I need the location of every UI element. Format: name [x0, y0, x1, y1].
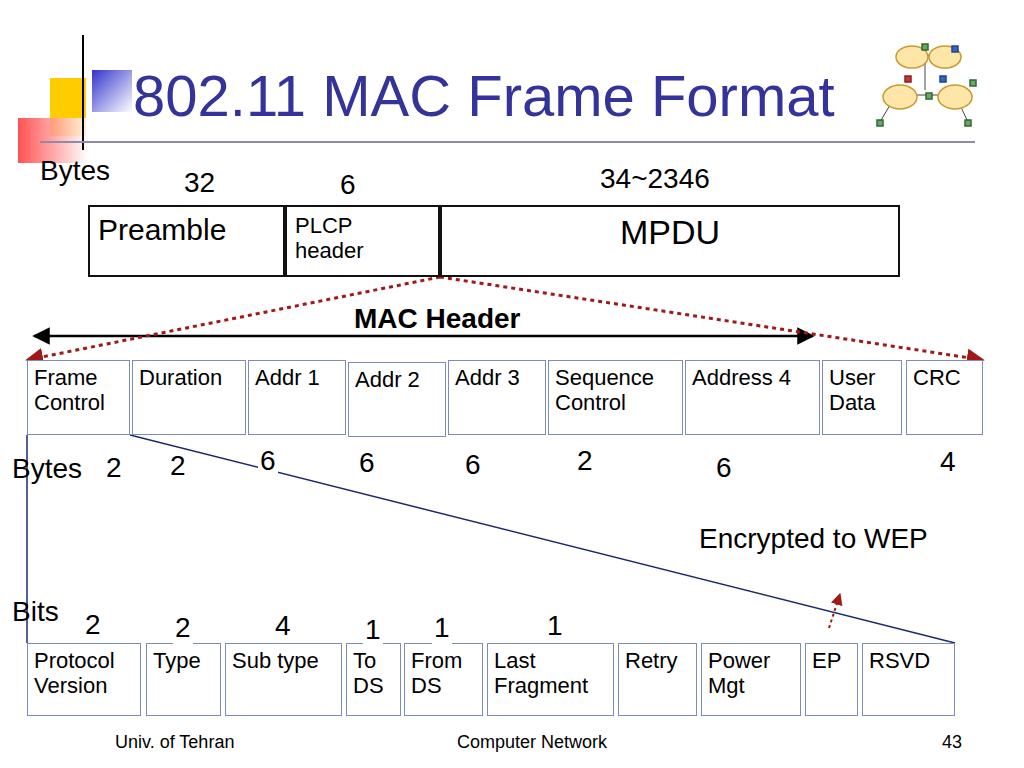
- byte-count: 2: [575, 446, 595, 477]
- byte-count: 4: [938, 447, 958, 478]
- deco-square: [92, 70, 132, 112]
- unit-label: Bytes: [10, 454, 84, 485]
- field-name: RSVD: [869, 648, 948, 673]
- byte-count: 6: [258, 446, 278, 477]
- mac-header-field: CRC: [906, 360, 983, 435]
- field-name: Addr 2: [355, 367, 439, 392]
- field-name: Addr 1: [255, 365, 339, 390]
- field-name: Power Mgt: [708, 648, 794, 699]
- frame-control-bit-field: Last Fragment: [487, 643, 614, 716]
- frame-control-bit-field: RSVD: [862, 643, 955, 716]
- section-label: MAC Header: [352, 304, 522, 335]
- field-name: User Data: [829, 365, 895, 416]
- field-name: Preamble: [98, 213, 275, 248]
- field-name: Type: [153, 648, 214, 673]
- footer-text: Computer Network: [455, 733, 609, 753]
- slide-title: 802.11 MAC Frame Format: [133, 64, 835, 128]
- bit-count: 1: [363, 615, 383, 646]
- network-icon: [877, 44, 976, 126]
- bit-count: 1: [545, 611, 565, 642]
- byte-count: 6: [714, 453, 734, 484]
- field-name: MPDU: [450, 213, 890, 252]
- footer-text: 43: [940, 733, 964, 753]
- field-name: EP: [812, 648, 851, 673]
- field-name: Last Fragment: [494, 648, 607, 699]
- field-name: Sub type: [232, 648, 335, 673]
- field-name: Retry: [625, 648, 690, 673]
- preamble-field: Preamble: [88, 205, 285, 277]
- field-name: Address 4: [692, 365, 813, 390]
- bit-count: 1: [432, 613, 452, 644]
- mac-header-field: User Data: [822, 360, 902, 435]
- unit-label: Bits: [10, 597, 61, 628]
- frame-control-bit-field: Sub type: [225, 643, 342, 716]
- field-name: Addr 3: [455, 365, 539, 390]
- mac-header-span-arrow: [34, 335, 813, 338]
- byte-count: 6: [463, 450, 483, 481]
- mac-header-field: Address 4: [685, 360, 820, 435]
- unit-label: Bytes: [38, 156, 112, 187]
- frame-control-bit-field: Type: [146, 643, 221, 716]
- expansion-line: [440, 277, 983, 360]
- field-name: Protocol Version: [34, 648, 134, 699]
- field-name: PLCP header: [295, 213, 405, 264]
- frame-control-bit-field: Power Mgt: [701, 643, 801, 716]
- field-name: Frame Control: [34, 365, 123, 416]
- field-name: From DS: [411, 648, 476, 699]
- frame-control-bit-field: Protocol Version: [27, 643, 141, 716]
- byte-count: 34~2346: [598, 164, 712, 195]
- frame-control-bit-field: Retry: [618, 643, 697, 716]
- note-label: Encrypted to WEP: [697, 524, 930, 555]
- frame-control-bit-field: To DS: [346, 643, 401, 716]
- frame-control-bit-field: From DS: [404, 643, 483, 716]
- bit-count: 2: [173, 613, 193, 644]
- deco-rule: [82, 35, 84, 150]
- mac-header-field: Addr 1: [248, 360, 346, 435]
- mac-header-field: Addr 2: [348, 362, 446, 437]
- bit-breakdown-line: [130, 435, 955, 643]
- mac-header-field: Sequence Control: [548, 360, 683, 435]
- frame-control-bit-field: EP: [805, 643, 858, 716]
- field-name: To DS: [353, 648, 394, 699]
- mac-header-field: Frame Control: [27, 360, 130, 435]
- byte-count: 6: [338, 170, 358, 201]
- field-name: CRC: [913, 365, 976, 390]
- field-name: Sequence Control: [555, 365, 676, 416]
- bit-count: 2: [83, 610, 103, 641]
- plcp-header-field: PLCP header: [285, 205, 440, 277]
- footer-text: Univ. of Tehran: [113, 733, 236, 753]
- byte-count: 32: [182, 168, 217, 199]
- mpdu-field: MPDU: [440, 205, 900, 277]
- byte-count: 6: [357, 448, 377, 479]
- deco-rule: [40, 141, 975, 143]
- byte-count: 2: [104, 453, 124, 484]
- mac-header-field: Duration: [132, 360, 246, 435]
- mac-header-field: Addr 3: [448, 360, 546, 435]
- byte-count: 2: [168, 451, 188, 482]
- field-name: Duration: [139, 365, 239, 390]
- bit-count: 4: [273, 611, 293, 642]
